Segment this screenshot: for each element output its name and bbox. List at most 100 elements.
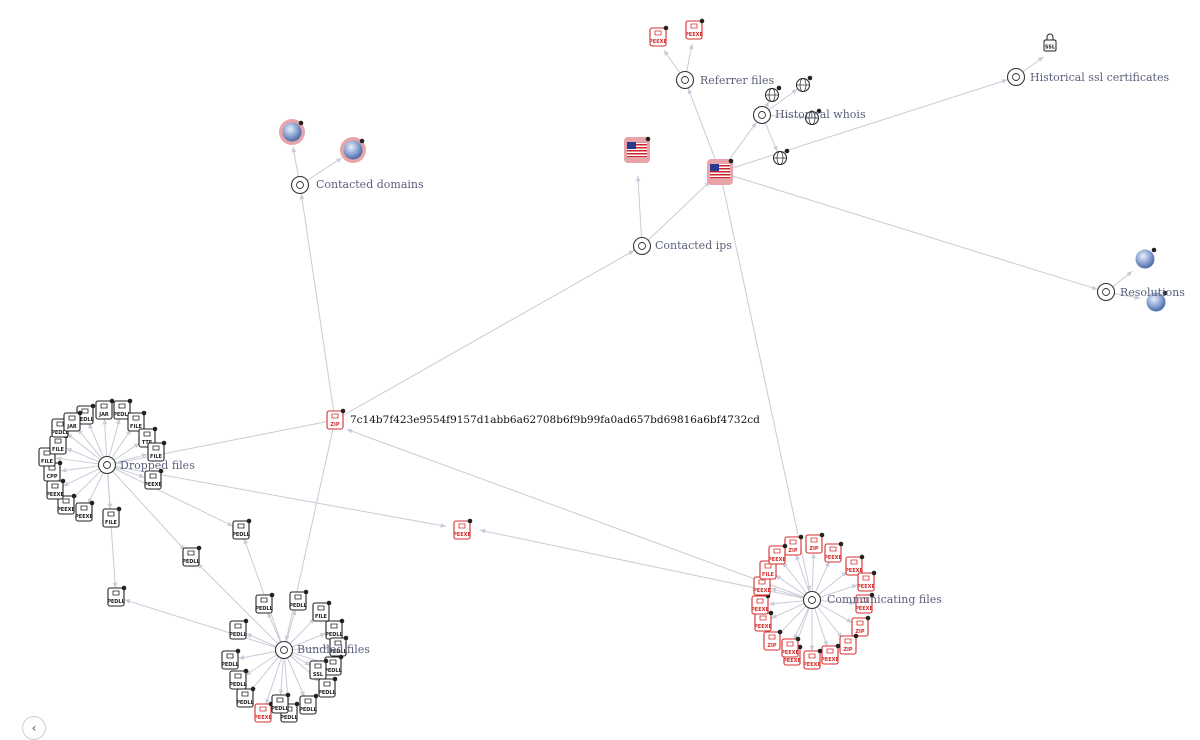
whois-node[interactable] [765, 88, 779, 102]
whois-node[interactable] [796, 78, 810, 92]
expand-dot[interactable] [782, 543, 788, 549]
expand-dot[interactable] [728, 158, 734, 164]
file-node[interactable]: PEEXE [754, 612, 772, 632]
expand-dot[interactable] [795, 636, 801, 642]
expand-dot[interactable] [768, 610, 774, 616]
expand-dot[interactable] [467, 518, 473, 524]
expand-dot[interactable] [1162, 290, 1168, 296]
expand-dot[interactable] [323, 658, 329, 664]
file-node[interactable]: FILE [147, 442, 165, 462]
expand-dot[interactable] [865, 615, 871, 621]
contacted-ips-hub[interactable] [632, 236, 652, 256]
file-node[interactable]: PEEXE [768, 545, 786, 565]
file-node[interactable]: PEEXE [824, 543, 842, 563]
expand-dot[interactable] [196, 545, 202, 551]
expand-dot[interactable] [109, 398, 115, 404]
file-node[interactable]: PEEXE [855, 594, 873, 614]
expand-dot[interactable] [285, 692, 291, 698]
expand-dot[interactable] [816, 108, 822, 114]
file-node[interactable]: PEEXE [821, 645, 839, 665]
bundled-files-hub[interactable] [274, 640, 294, 660]
expand-dot[interactable] [807, 75, 813, 81]
domain-node[interactable] [1146, 292, 1166, 312]
file-node[interactable]: JAR [95, 400, 113, 420]
expand-dot[interactable] [116, 506, 122, 512]
file-node[interactable]: PEDLL [229, 670, 248, 690]
whois-node[interactable] [773, 151, 787, 165]
file-node[interactable]: PEEXE [751, 595, 769, 615]
file-node[interactable]: PEDLL [329, 637, 348, 657]
file-node[interactable]: JAR [63, 412, 81, 432]
file-node[interactable]: PEDLL [299, 695, 318, 715]
ip-node[interactable] [707, 159, 733, 185]
expand-dot[interactable] [303, 589, 309, 595]
expand-dot[interactable] [326, 600, 332, 606]
expand-dot[interactable] [57, 460, 63, 466]
expand-dot[interactable] [313, 693, 319, 699]
expand-dot[interactable] [235, 648, 241, 654]
file-node[interactable]: PEEXE [254, 703, 272, 723]
file-node[interactable]: PEEXE [803, 650, 821, 670]
expand-dot[interactable] [77, 410, 83, 416]
domain-node[interactable] [279, 119, 305, 145]
file-node[interactable]: FILE [759, 560, 777, 580]
file-node[interactable]: PEDLL [107, 587, 126, 607]
expand-dot[interactable] [332, 676, 338, 682]
expand-dot[interactable] [699, 18, 705, 24]
file-node[interactable]: PEDLL [325, 620, 344, 640]
expand-dot[interactable] [152, 426, 158, 432]
expand-dot[interactable] [60, 478, 66, 484]
historical-ssl-hub[interactable] [1006, 67, 1026, 87]
file-node[interactable]: PEEXE [453, 520, 471, 540]
expand-dot[interactable] [161, 440, 167, 446]
expand-dot[interactable] [871, 570, 877, 576]
file-node[interactable]: ZIP [784, 536, 802, 556]
domain-node[interactable] [340, 137, 366, 163]
file-node[interactable]: PEDLL [229, 620, 248, 640]
file-node[interactable]: FILE [312, 602, 330, 622]
file-node[interactable]: PEEXE [649, 27, 667, 47]
expand-dot[interactable] [853, 633, 859, 639]
file-node[interactable]: PEDLL [289, 591, 308, 611]
expand-dot[interactable] [90, 403, 96, 409]
file-node[interactable]: ZIP [805, 534, 823, 554]
communicating-files-hub[interactable] [802, 590, 822, 610]
file-node[interactable]: PEEXE [75, 502, 93, 522]
resolutions-hub[interactable] [1096, 282, 1116, 302]
file-node[interactable]: PEEXE [144, 470, 162, 490]
expand-dot[interactable] [797, 644, 803, 650]
expand-dot[interactable] [819, 532, 825, 538]
domain-node[interactable] [1135, 249, 1155, 269]
contacted-domains-hub[interactable] [290, 175, 310, 195]
expand-dot[interactable] [663, 25, 669, 31]
file-node[interactable]: FILE [102, 508, 120, 528]
expand-dot[interactable] [645, 136, 651, 142]
file-node[interactable]: PEDLL [236, 688, 255, 708]
expand-dot[interactable] [359, 138, 365, 144]
file-node[interactable]: PEDLL [113, 400, 132, 420]
expand-dot[interactable] [158, 468, 164, 474]
file-node[interactable]: PEDLL [271, 694, 290, 714]
file-node[interactable]: PEEXE [685, 20, 703, 40]
expand-dot[interactable] [298, 120, 304, 126]
file-node[interactable]: PEEXE [781, 638, 799, 658]
collapse-panel-button[interactable]: ‹ [22, 716, 46, 740]
file-node[interactable]: ZIP [839, 635, 857, 655]
expand-dot[interactable] [340, 408, 346, 414]
file-node[interactable]: PEEXE [857, 572, 875, 592]
file-node[interactable]: PEEXE [845, 556, 863, 576]
expand-dot[interactable] [338, 654, 344, 660]
file-node[interactable]: PEDLL [232, 520, 251, 540]
file-node[interactable]: SSL [309, 660, 327, 680]
file-node[interactable]: FILE [49, 435, 67, 455]
expand-dot[interactable] [859, 554, 865, 560]
expand-dot[interactable] [246, 518, 252, 524]
expand-dot[interactable] [835, 643, 841, 649]
referrer-files-hub[interactable] [675, 70, 695, 90]
expand-dot[interactable] [1151, 247, 1157, 253]
expand-dot[interactable] [784, 148, 790, 154]
file-node[interactable]: FILE [127, 412, 145, 432]
file-node[interactable]: PEDLL [255, 594, 274, 614]
expand-dot[interactable] [869, 592, 875, 598]
expand-dot[interactable] [243, 618, 249, 624]
